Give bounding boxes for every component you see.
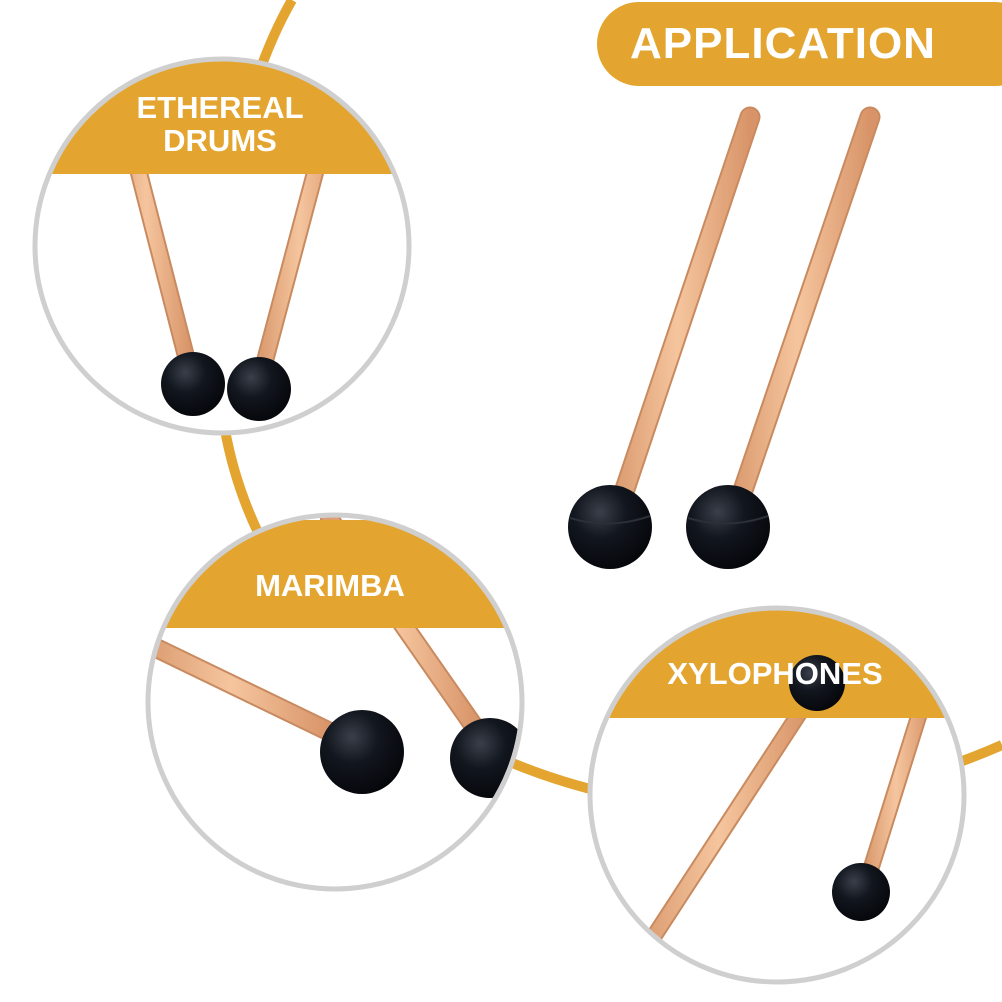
mallet-left (568, 106, 761, 569)
label-marimba: MARIMBA (255, 568, 405, 603)
application-title: APPLICATION (630, 19, 936, 68)
application-banner: APPLICATION (597, 2, 1002, 86)
circle-marimba (145, 512, 525, 892)
mallet-right (686, 106, 881, 569)
main-mallets (568, 106, 881, 569)
circle-ethereal-drums (32, 56, 412, 436)
label-ethereal-drums: ETHEREAL DRUMS (136, 90, 304, 158)
label-xylophones: XYLOPHONES (667, 656, 883, 691)
